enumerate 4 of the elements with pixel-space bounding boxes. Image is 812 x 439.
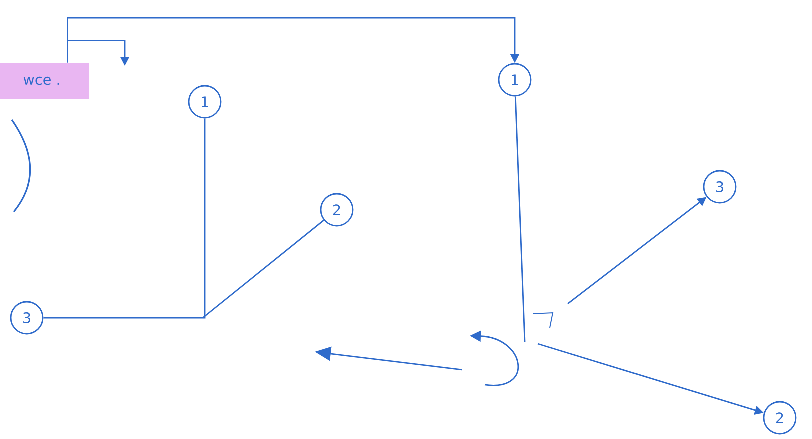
connector-line (514, 96, 526, 342)
connector-line (202, 220, 324, 319)
connector-line (44, 118, 206, 319)
highlighted-word: wce . (0, 63, 90, 99)
